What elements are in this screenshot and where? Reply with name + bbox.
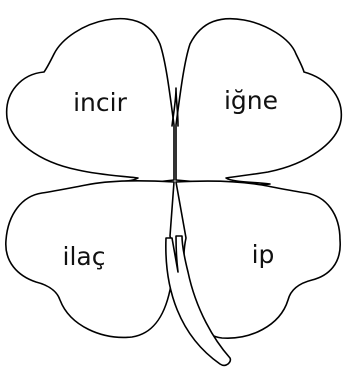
word-top-left: incir [73, 88, 127, 117]
word-top-right: iğne [224, 86, 278, 115]
leaf-top-right [175, 17, 343, 186]
clover-stem [165, 235, 232, 367]
leaf-bottom-left [5, 179, 175, 339]
center-crease-top [171, 87, 179, 127]
word-bottom-right: ip [252, 240, 275, 269]
word-bottom-left: ilaç [63, 242, 106, 271]
